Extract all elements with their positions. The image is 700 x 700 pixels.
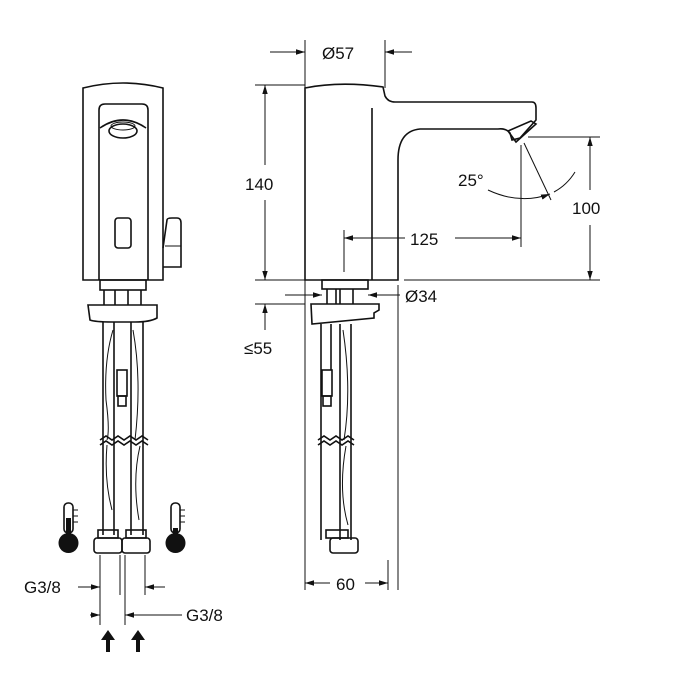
- cold-thermometer-icon: [165, 502, 186, 553]
- body-diameter-label: Ø57: [322, 44, 354, 63]
- inlet-arrow-icons: [101, 630, 145, 652]
- front-view: G3/8 G3/8: [24, 82, 223, 652]
- base-diameter-label: Ø34: [405, 287, 437, 306]
- front-hoses: [99, 322, 149, 535]
- connection-label-hot: G3/8: [24, 578, 61, 597]
- spout-height-label: 100: [572, 199, 600, 218]
- height-label: 140: [245, 175, 273, 194]
- front-collar: [99, 279, 147, 291]
- side-body-spout: [304, 83, 537, 281]
- connection-nuts: [93, 529, 151, 554]
- sensor-window: [114, 217, 132, 249]
- tail-width-label: 60: [336, 575, 355, 594]
- side-collar: [321, 279, 369, 290]
- handle: [162, 217, 182, 268]
- side-view: Ø57 140 100 125 25° Ø34 ≤55 60: [244, 40, 600, 594]
- spout-angle-label: 25°: [458, 171, 484, 190]
- connection-label-cold: G3/8: [186, 606, 223, 625]
- aerator-icon: [108, 123, 138, 139]
- deck-thickness-label: ≤55: [244, 339, 272, 358]
- spout-aerator: [506, 120, 538, 144]
- spout-reach-label: 125: [410, 230, 438, 249]
- hot-thermometer-icon: [58, 502, 79, 553]
- front-body: [82, 82, 164, 281]
- front-panel: [98, 103, 149, 280]
- front-mount-plate: [87, 304, 158, 323]
- side-mount-plate: [310, 303, 380, 325]
